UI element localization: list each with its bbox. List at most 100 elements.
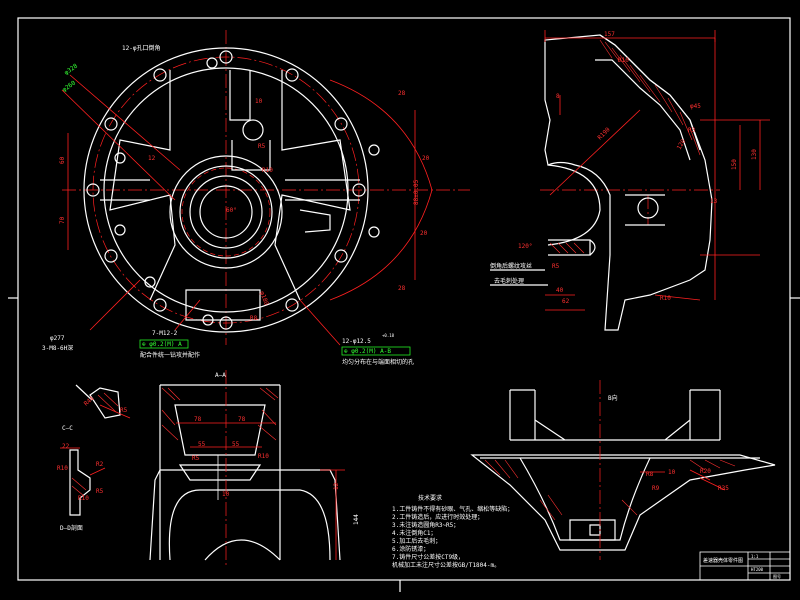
title-block-name: 差速器壳体零件图 — [703, 557, 743, 564]
side-hub-hole — [637, 197, 659, 219]
outer-flange — [83, 47, 369, 333]
bolt-hole — [153, 68, 167, 82]
viewb-dim-r9: R9 — [652, 485, 660, 492]
dim-left1: 60 — [59, 156, 66, 164]
hatch-line — [161, 409, 176, 426]
cc-title: C—C — [62, 425, 73, 432]
side-dim-130: 130 — [751, 149, 758, 160]
bolt-hole — [285, 68, 299, 82]
rib-left — [109, 70, 176, 301]
side-dim-r5: R5 — [552, 263, 560, 270]
bolt-hole — [219, 50, 233, 64]
dim-20b: 20 — [420, 230, 428, 237]
viewb-dim-r35: R35 — [718, 485, 729, 492]
bolt-hole — [334, 117, 348, 131]
dim-r10: R10 — [262, 167, 273, 174]
note-holes-sup: +0.18 — [382, 333, 395, 338]
section-aa — [149, 370, 345, 565]
side-hatch — [549, 39, 701, 254]
viewb-dim-r20: R20 — [700, 468, 711, 475]
hatch-line — [619, 54, 641, 83]
viewb-top-ribs — [509, 389, 721, 441]
side-dim-r10b: R10 — [660, 295, 671, 302]
dim-60deg: 60° — [226, 207, 237, 214]
dim-12: 12 — [148, 155, 156, 162]
side-tube — [548, 239, 591, 256]
hub-outer — [169, 155, 283, 269]
viewb-hatch — [484, 459, 736, 521]
side-note-a: 倒角后螺纹攻丝 — [490, 262, 532, 270]
cc-hatch — [103, 392, 119, 407]
aa-inner-arc — [168, 489, 331, 561]
tech-req-line: 5.加工后去毛刺； — [392, 537, 441, 545]
note-tap-left: 3-M8-6H深 — [42, 344, 73, 352]
cc-dim-r5: R5 — [120, 407, 128, 414]
side-r10-leader — [654, 294, 701, 301]
side-dim-8: 8 — [556, 93, 560, 100]
aa-body-right — [160, 469, 341, 561]
viewb-dim-r8: R8 — [646, 471, 654, 478]
aa-body-left — [149, 469, 161, 561]
bolt-hole — [368, 226, 380, 238]
dim-20: 20 — [422, 155, 430, 162]
tech-req-line: 1.工件铸件不得有砂眼、气孔、缩松等缺陷； — [392, 505, 513, 513]
aa-dim-55a: 55 — [198, 441, 206, 448]
side-wall-outer — [599, 34, 701, 151]
bolt-hole — [368, 144, 380, 156]
section-cc — [75, 384, 131, 419]
hatch-line — [257, 424, 277, 441]
hatch-line — [599, 39, 613, 59]
hatch-line — [704, 459, 721, 469]
side-body-outline — [544, 34, 713, 331]
hatch-line — [167, 387, 181, 401]
rib-right — [274, 70, 351, 301]
hatch-line — [539, 499, 556, 521]
bolt-hole — [334, 249, 348, 263]
side-hub-lines — [625, 194, 665, 226]
arc-dim-bottom — [329, 189, 433, 301]
dim-phi180: φ180 — [258, 290, 270, 306]
viewb-title: B向 — [608, 394, 618, 402]
dim-10: 10 — [255, 98, 263, 105]
aa-dim-12: 12 — [333, 482, 340, 490]
bolt-hole — [153, 298, 167, 312]
dd-hatch — [71, 477, 87, 491]
title-block-cell1: 1:1 — [751, 554, 759, 559]
note-top: 12-φ孔口倒角 — [122, 44, 160, 52]
bolt-hole — [104, 249, 118, 263]
side-dim-150: 150 — [731, 159, 738, 170]
side-hub-left — [547, 164, 601, 246]
hatch-line — [259, 387, 276, 401]
hatch-line — [719, 459, 736, 467]
side-dim-45: φ45 — [690, 103, 701, 110]
aa-side-lines — [159, 385, 281, 560]
top-boss-hole — [242, 119, 264, 141]
hatch-line — [689, 127, 701, 156]
hatch-line — [265, 387, 279, 399]
viewb-pad — [569, 519, 616, 541]
side-note-b: 去毛刺处理 — [494, 277, 524, 285]
aa-hatch — [161, 387, 279, 441]
leader-bottom-left — [89, 279, 141, 331]
aa-dim-r5: R5 — [192, 455, 200, 462]
hatch-line — [604, 41, 621, 63]
note-m12-desc: 配合件统一钻攻并配作 — [140, 351, 200, 359]
side-dim-13: 13 — [710, 198, 718, 205]
aa-dim-78a: 78 — [194, 416, 202, 423]
tech-req-line: 2.工件铸造后，应进行时效处理； — [392, 513, 483, 521]
viewb-pad-hole — [589, 524, 601, 536]
tech-req-line: 3.未注铸造圆角R3~R5； — [392, 521, 459, 529]
top-boss — [229, 70, 251, 121]
hub-ring — [179, 165, 273, 259]
side-dim-r10: R10 — [618, 57, 629, 64]
dim-r8: R8 — [250, 315, 258, 322]
dim-pcd: φ328 — [63, 62, 79, 76]
dim-28b: 28 — [398, 285, 406, 292]
dd-dim-r10: R10 — [57, 465, 68, 472]
hatch-line — [161, 424, 179, 441]
cc-dim-r44: R44 — [83, 395, 96, 408]
viewb-leader-r20 — [689, 469, 711, 481]
leader-dia — [69, 74, 181, 171]
dim-28: 28 — [398, 90, 406, 97]
